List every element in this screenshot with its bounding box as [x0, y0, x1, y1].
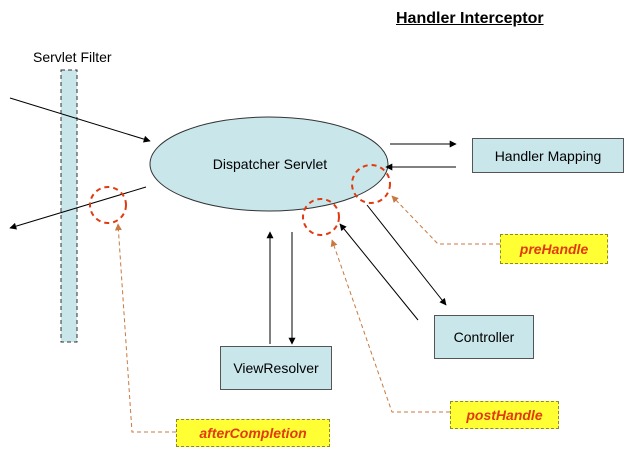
diagram-title: Handler Interceptor: [396, 10, 544, 27]
from-controller-arrow: [339, 223, 419, 321]
pre-handle-connector: [391, 195, 500, 245]
after-completion-marker: [89, 186, 127, 224]
controller-box: Controller: [434, 315, 534, 359]
servlet-filter-label: Servlet Filter: [33, 49, 112, 65]
after-completion-callout: afterCompletion: [176, 419, 330, 447]
view-resolver-label: ViewResolver: [233, 360, 319, 376]
post-handle-marker: [302, 198, 340, 236]
handler-mapping-box: Handler Mapping: [472, 138, 624, 173]
controller-label: Controller: [453, 329, 515, 345]
servlet-filter-bar: [60, 69, 78, 343]
dispatcher-servlet-label: Dispatcher Servlet: [212, 156, 328, 172]
after-completion-label: afterCompletion: [199, 425, 307, 441]
pre-handle-callout: preHandle: [500, 234, 608, 264]
post-handle-connector: [330, 239, 450, 413]
post-handle-callout: postHandle: [450, 401, 559, 429]
handler-mapping-label: Handler Mapping: [494, 147, 602, 164]
to-controller-arrow: [366, 204, 447, 306]
view-resolver-box: ViewResolver: [220, 346, 332, 390]
incoming-request-arrow: [9, 97, 151, 143]
pre-handle-label: preHandle: [519, 241, 589, 257]
pre-handle-marker: [351, 164, 391, 204]
post-handle-label: postHandle: [466, 407, 543, 423]
after-completion-connector: [114, 223, 176, 433]
